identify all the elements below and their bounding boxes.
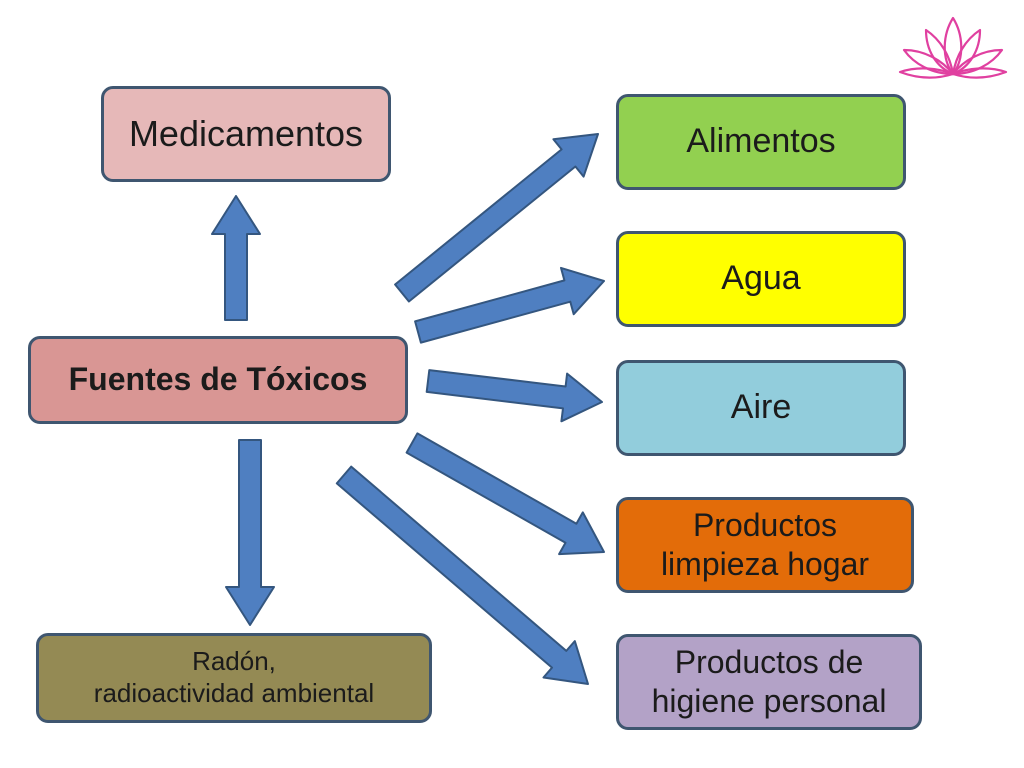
node-medicamentos: Medicamentos (101, 86, 391, 182)
node-productos-higiene-personal: Productos de higiene personal (616, 634, 922, 730)
node-limpieza-line1: Productos (692, 506, 838, 543)
node-aire-label: Aire (730, 388, 792, 427)
node-alimentos: Alimentos (616, 94, 906, 190)
node-radon: Radón, radioactividad ambiental (36, 633, 432, 723)
node-alimentos-label: Alimentos (686, 122, 836, 161)
node-limpieza-line2: limpieza hogar (660, 546, 870, 582)
node-radon-line1: Radón, (192, 646, 276, 677)
node-aire: Aire (616, 360, 906, 456)
node-medicamentos-label: Medicamentos (128, 113, 364, 155)
node-agua: Agua (616, 231, 906, 327)
arrow-to-alimentos (394, 133, 599, 303)
node-productos-limpieza-hogar: Productos limpieza hogar (616, 497, 914, 593)
node-fuentes-label: Fuentes de Tóxicos (68, 361, 368, 398)
arrow-to-higiene (335, 465, 589, 685)
node-agua-label: Agua (721, 259, 801, 298)
arrow-to-limpieza (405, 432, 605, 556)
lotus-flower-icon (898, 16, 1008, 79)
arrow-to-radon (225, 439, 275, 626)
node-radon-line2: radioactividad ambiental (93, 678, 375, 708)
node-fuentes-de-toxicos: Fuentes de Tóxicos (28, 336, 408, 424)
arrow-to-aire (425, 369, 603, 423)
node-higiene-line1: Productos de (674, 643, 864, 680)
arrow-to-medicamentos (211, 195, 261, 321)
arrow-to-agua (414, 266, 605, 344)
node-higiene-line2: higiene personal (651, 683, 887, 719)
